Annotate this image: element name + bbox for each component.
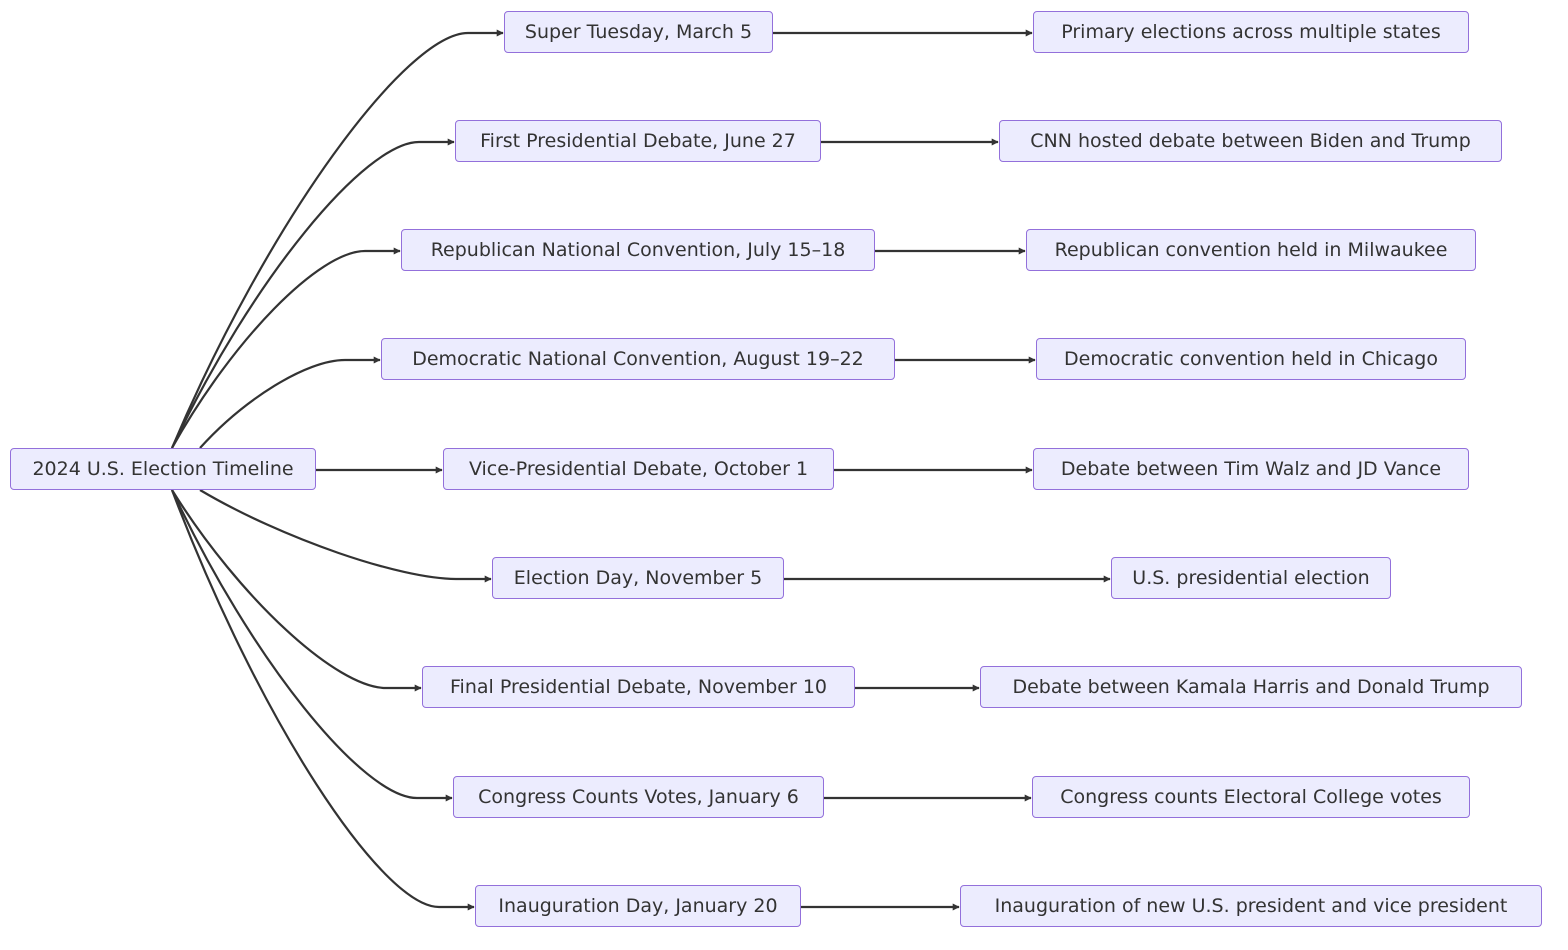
detail-node: Democratic convention held in Chicago <box>1036 338 1466 380</box>
root-to-event-edge <box>171 489 422 692</box>
detail-label: Inauguration of new U.S. president and v… <box>994 895 1508 917</box>
detail-label: Congress counts Electoral College votes <box>1060 786 1442 808</box>
event-node: Congress Counts Votes, January 6 <box>453 776 824 818</box>
event-label: Final Presidential Debate, November 10 <box>450 676 827 698</box>
event-label: Super Tuesday, March 5 <box>524 21 753 43</box>
event-label: Election Day, November 5 <box>513 567 763 589</box>
event-label: Vice-Presidential Debate, October 1 <box>468 458 809 480</box>
detail-node: Inauguration of new U.S. president and v… <box>960 885 1542 927</box>
root-to-event-edge <box>171 138 455 449</box>
detail-node: U.S. presidential election <box>1111 557 1391 599</box>
root-to-event-edge <box>199 356 381 449</box>
root-to-event-edge <box>171 247 401 449</box>
detail-node: Debate between Kamala Harris and Donald … <box>980 666 1522 708</box>
event-node: Republican National Convention, July 15–… <box>401 229 875 271</box>
event-label: Congress Counts Votes, January 6 <box>478 786 799 808</box>
event-node: Super Tuesday, March 5 <box>504 11 773 53</box>
detail-label: Debate between Tim Walz and JD Vance <box>1060 458 1442 480</box>
event-node: Election Day, November 5 <box>492 557 784 599</box>
event-label: First Presidential Debate, June 27 <box>480 130 796 152</box>
event-node: First Presidential Debate, June 27 <box>455 120 821 162</box>
detail-node: Republican convention held in Milwaukee <box>1026 229 1476 271</box>
event-node: Vice-Presidential Debate, October 1 <box>443 448 834 490</box>
event-node: Final Presidential Debate, November 10 <box>422 666 855 708</box>
root-node: 2024 U.S. Election Timeline <box>10 448 316 490</box>
detail-node: Debate between Tim Walz and JD Vance <box>1033 448 1469 490</box>
detail-label: Primary elections across multiple states <box>1061 21 1441 43</box>
root-label: 2024 U.S. Election Timeline <box>32 458 294 480</box>
event-node: Democratic National Convention, August 1… <box>381 338 895 380</box>
event-label: Republican National Convention, July 15–… <box>430 239 846 261</box>
event-label: Democratic National Convention, August 1… <box>412 348 864 370</box>
root-to-event-edge <box>170 489 475 911</box>
detail-label: Republican convention held in Milwaukee <box>1054 239 1448 261</box>
detail-node: CNN hosted debate between Biden and Trum… <box>999 120 1502 162</box>
detail-node: Primary elections across multiple states <box>1033 11 1469 53</box>
detail-node: Congress counts Electoral College votes <box>1032 776 1470 818</box>
detail-label: U.S. presidential election <box>1132 567 1370 589</box>
detail-label: Debate between Kamala Harris and Donald … <box>1012 676 1490 698</box>
root-to-event-edge <box>170 29 504 449</box>
root-to-event-edge <box>199 489 492 583</box>
detail-label: Democratic convention held in Chicago <box>1064 348 1438 370</box>
event-label: Inauguration Day, January 20 <box>498 895 778 917</box>
root-to-event-edge <box>171 489 453 802</box>
event-node: Inauguration Day, January 20 <box>475 885 801 927</box>
detail-label: CNN hosted debate between Biden and Trum… <box>1030 130 1471 152</box>
